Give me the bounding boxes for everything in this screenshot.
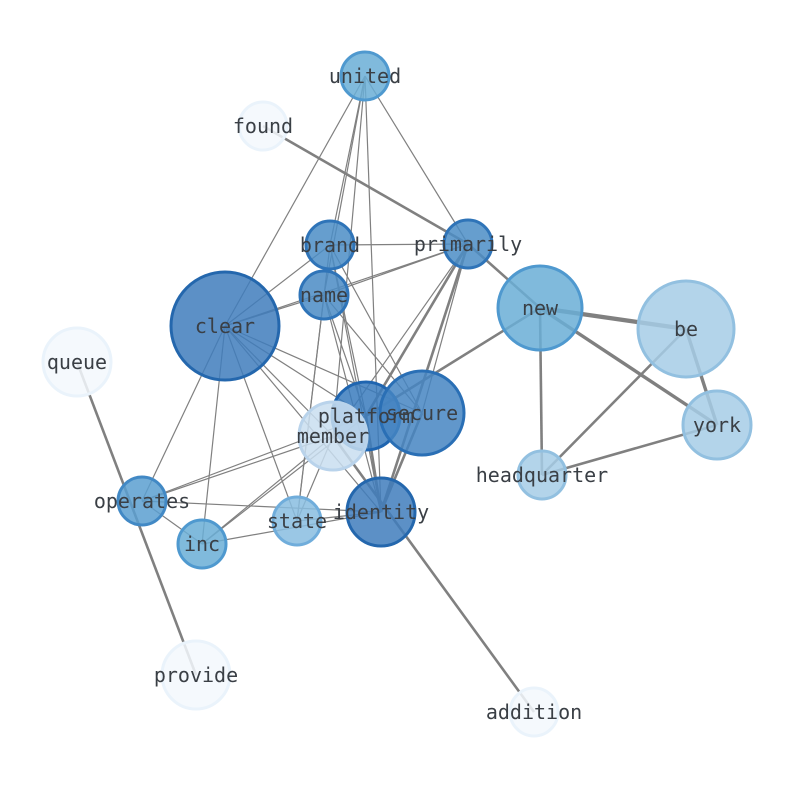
node-found bbox=[237, 100, 289, 152]
node-new bbox=[496, 264, 584, 352]
node-label-state: state bbox=[267, 509, 327, 533]
node-label-new: new bbox=[522, 296, 559, 320]
node-provide bbox=[160, 639, 232, 711]
node-label-identity: identity bbox=[333, 500, 429, 524]
node-member bbox=[297, 400, 369, 472]
node-united bbox=[339, 50, 391, 102]
node-label-york: york bbox=[693, 413, 741, 437]
node-label-name: name bbox=[300, 283, 348, 307]
node-queue bbox=[41, 326, 113, 398]
nodes-layer bbox=[41, 50, 753, 738]
node-name bbox=[298, 269, 350, 321]
node-label-platform: platform bbox=[318, 404, 414, 428]
node-identity bbox=[345, 476, 417, 548]
node-inc bbox=[176, 518, 228, 570]
edge-name-state bbox=[296, 294, 325, 522]
node-label-brand: brand bbox=[300, 233, 360, 257]
node-brand bbox=[304, 219, 356, 271]
node-primarily bbox=[442, 218, 494, 270]
node-label-operates: operates bbox=[94, 489, 190, 513]
node-label-found: found bbox=[233, 114, 293, 138]
node-label-clear: clear bbox=[195, 314, 255, 338]
node-headquarter bbox=[516, 449, 568, 501]
node-label-addition: addition bbox=[486, 700, 582, 724]
node-label-headquarter: headquarter bbox=[476, 463, 608, 487]
node-label-be: be bbox=[674, 317, 698, 341]
node-label-member: member bbox=[297, 424, 369, 448]
node-state bbox=[271, 495, 323, 547]
node-label-secure: secure bbox=[386, 401, 458, 425]
node-operates bbox=[116, 475, 168, 527]
labels-layer: united found brand primarily name clear new be q… bbox=[47, 64, 741, 724]
node-label-united: united bbox=[329, 64, 401, 88]
edge-found-primarily bbox=[262, 124, 469, 246]
node-clear bbox=[169, 270, 281, 382]
node-secure bbox=[378, 369, 466, 457]
node-label-inc: inc bbox=[184, 532, 220, 556]
node-label-primarily: primarily bbox=[414, 232, 522, 256]
node-addition bbox=[508, 686, 560, 738]
node-label-queue: queue bbox=[47, 350, 107, 374]
edge-operates-identity bbox=[141, 500, 382, 513]
node-york bbox=[681, 389, 753, 461]
node-label-provide: provide bbox=[154, 663, 238, 687]
edge-united-primarily bbox=[364, 75, 469, 245]
node-be bbox=[636, 279, 736, 379]
